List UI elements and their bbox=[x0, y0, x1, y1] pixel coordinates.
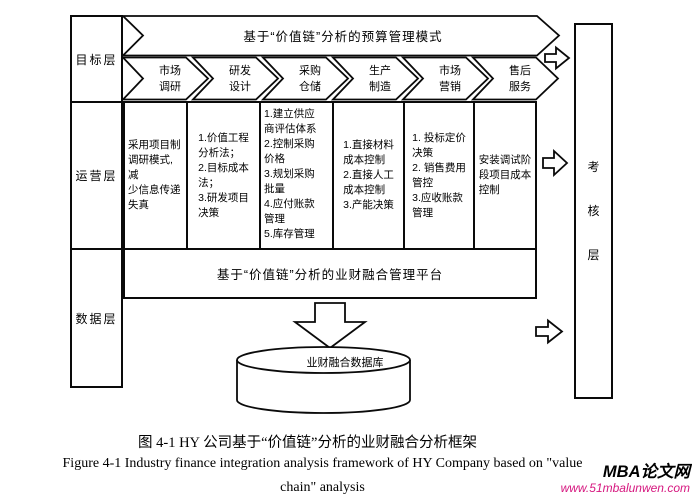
database-cylinder-icon bbox=[236, 360, 411, 414]
flow-arrow-right-top-icon bbox=[544, 45, 571, 71]
database-label: 业财融合数据库 bbox=[306, 357, 384, 369]
watermark-url: www.51mbalunwen.com bbox=[560, 480, 690, 495]
database-cylinder-top bbox=[236, 346, 411, 374]
watermark: MBA论文网 www.51mbalunwen.com bbox=[470, 463, 690, 496]
layer-label-target: 目标层 bbox=[75, 52, 118, 67]
platform-banner: 基于“价值链”分析的业财融合管理平台 bbox=[123, 248, 537, 299]
layer-label-operation: 运营层 bbox=[75, 169, 118, 183]
value-chain-chevron bbox=[470, 56, 560, 101]
layer-cell-assessment: 考 核 层 bbox=[574, 23, 613, 399]
chevron-label-rd-design: 研发 设计 bbox=[229, 65, 251, 93]
watermark-site-name: MBA论文网 bbox=[602, 463, 690, 481]
chevron-label-after-sales: 售后 服务 bbox=[509, 65, 531, 93]
layer-cell-operation: 运营层 bbox=[70, 101, 123, 250]
figure-caption-en-line1: Figure 4-1 Industry finance integration … bbox=[62, 456, 583, 471]
figure-caption-zh: 图 4-1 HY 公司基于“价值链”分析的业财融合分析框架 bbox=[138, 435, 477, 451]
operation-cell-purchase-storage: 1.建立供应 商评估体系 2.控制采购 价格 3.规划采购 批量 4.应付账款 … bbox=[259, 101, 334, 250]
budget-banner-text: 基于“价值链”分析的预算管理模式 bbox=[243, 30, 443, 44]
chevron-label-production: 生产 制造 bbox=[369, 65, 391, 93]
value-chain-chevron bbox=[330, 56, 420, 101]
flow-arrow-down-icon bbox=[292, 302, 368, 350]
value-chain-chevron bbox=[120, 56, 210, 101]
layer-label-data: 数据层 bbox=[75, 311, 118, 326]
figure-caption-en-line2: chain" analysis bbox=[280, 480, 365, 495]
flow-arrow-right-bottom-icon bbox=[535, 318, 564, 345]
operation-cell-rd-design: 1.价值工程 分析法； 2.目标成本 法； 3.研发项目 决策 bbox=[186, 101, 261, 250]
layer-cell-data: 数据层 bbox=[70, 248, 123, 388]
chevron-label-purchase-storage: 采购 仓储 bbox=[299, 65, 321, 93]
budget-banner-chevron bbox=[120, 15, 561, 57]
operation-cell-production: 1.直接材料 成本控制 2.直接人工 成本控制 3.产能决策 bbox=[332, 101, 405, 250]
chevron-label-market-research: 市场 调研 bbox=[159, 65, 181, 93]
operation-cell-marketing: 1. 投标定价 决策 2. 销售费用 管控 3.应收账款 管理 bbox=[403, 101, 475, 250]
value-chain-chevron bbox=[190, 56, 280, 101]
flow-arrow-right-middle-icon bbox=[542, 148, 569, 178]
budget-banner-label: 基于“价值链”分析的预算管理模式 bbox=[143, 15, 543, 56]
operation-cell-after-sales: 安装调试阶 段项目成本 控制 bbox=[473, 101, 537, 250]
operation-cell-market-research: 采用项目制 调研模式,减 少信息传递 失真 bbox=[123, 101, 188, 250]
layer-cell-target: 目标层 bbox=[70, 15, 123, 103]
platform-banner-text: 基于“价值链”分析的业财融合管理平台 bbox=[216, 268, 444, 282]
value-chain-chevron bbox=[260, 56, 350, 101]
value-chain-chevron bbox=[400, 56, 490, 101]
chevron-label-marketing: 市场 营销 bbox=[439, 65, 461, 93]
